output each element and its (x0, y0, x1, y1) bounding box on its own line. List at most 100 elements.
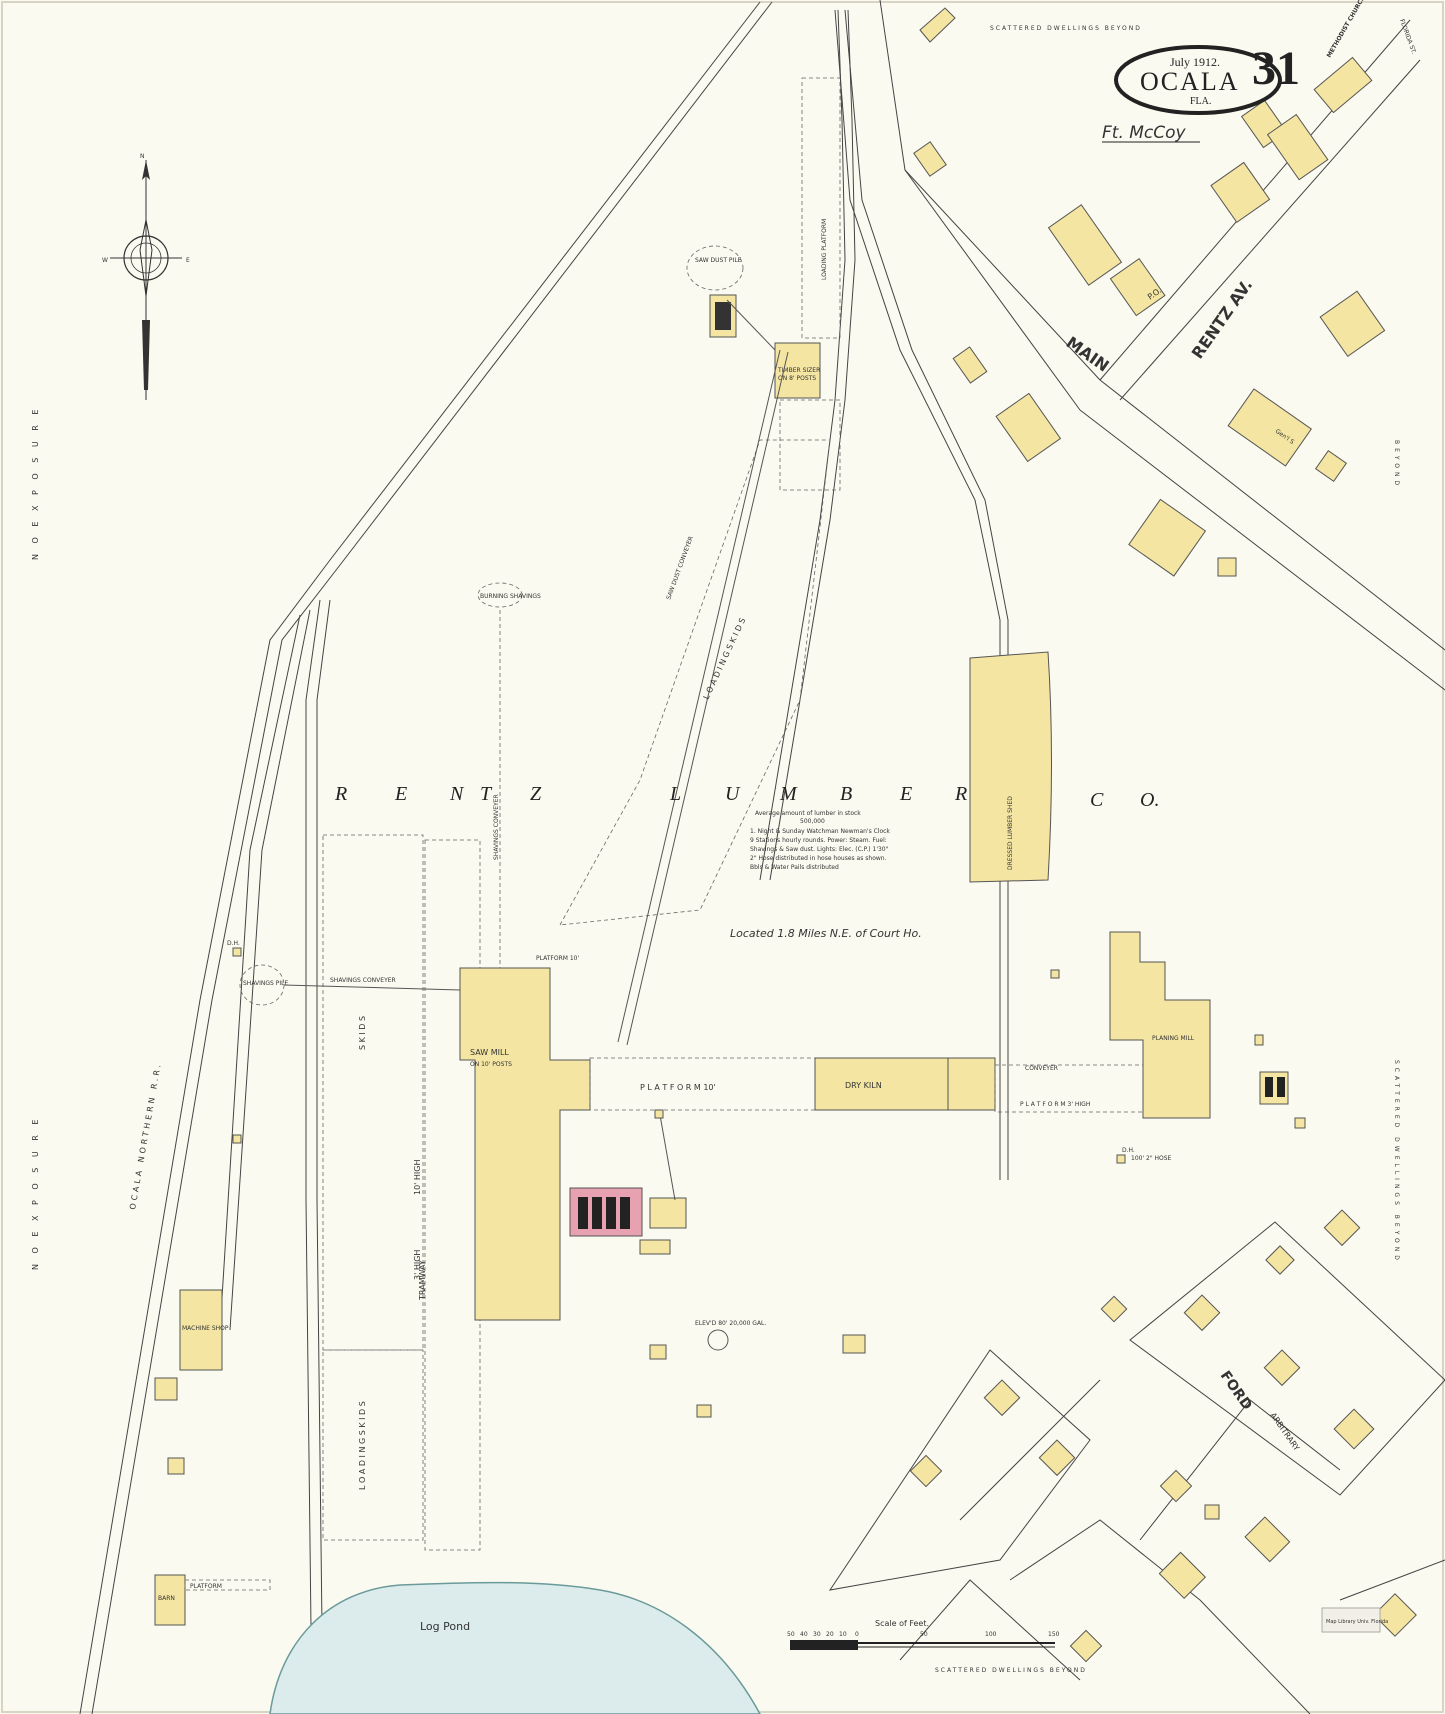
scale-tick-7: 100 (985, 1631, 997, 1638)
dh-label-2: D.H. (1122, 1147, 1135, 1154)
hose-house-5 (1116, 1154, 1126, 1164)
supply-house (842, 1334, 866, 1354)
compass-north: N (140, 153, 145, 160)
beyond-right: BEYOND (1393, 440, 1400, 489)
saw-mill-sub-label: ON 10' POSTS (470, 1061, 512, 1068)
residential-dwellings (909, 1209, 1417, 1663)
barn (154, 1574, 186, 1626)
library-stamp-text: Map Library Univ. Florida (1326, 1619, 1388, 1625)
scale-tick-8: 150 (1048, 1631, 1060, 1638)
platform-10b-label: PLATFORM 10' (536, 955, 579, 962)
svg-text:N: N (449, 783, 465, 805)
timber-sizer-sub: ON 8' POSTS (778, 375, 816, 382)
notes-line5: Shavings & Saw dust. Lights: Elec. (C.P.… (750, 846, 889, 853)
three-high-label: 3' HIGH (413, 1250, 422, 1280)
no-exposure-top: N O E X P O S U R E (31, 406, 40, 560)
ford-street-label: FORD (1217, 1368, 1255, 1413)
barn-platform (184, 1579, 271, 1591)
blacksmith-shop (154, 1377, 178, 1401)
scale-tick-2: 30 (813, 1631, 821, 1638)
svg-text:T: T (480, 783, 493, 805)
town-buildings (913, 7, 1386, 577)
saw-dust-conveyer-label: SAW DUST CONVEYER (665, 535, 694, 600)
scale-tick-4: 10 (839, 1631, 847, 1638)
machine-shop (179, 1289, 223, 1371)
svg-text:E: E (394, 783, 407, 805)
title-date: July 1912. (1170, 55, 1220, 69)
notes-line4: 9 Stations hourly rounds. Power: Steam. … (750, 837, 887, 844)
scale-tick-3: 20 (826, 1631, 834, 1638)
title-block: July 1912. OCALA FLA. 31 Ft. McCoy (1102, 42, 1300, 143)
svg-text:Z: Z (530, 783, 542, 805)
saw-dust-pile (686, 245, 744, 291)
no-exposure-bottom: N O E X P O S U R E (31, 1116, 40, 1270)
scale-title: Scale of Feet. (875, 1619, 929, 1628)
company-name-part1: R (334, 783, 377, 805)
dh-label-1: D.H. (227, 940, 240, 947)
loading-skids-center (559, 439, 831, 926)
title-city: OCALA (1140, 67, 1240, 96)
notes-line7: Bbls & Water Pails distributed (750, 864, 839, 871)
scale-tick-0: 50 (787, 1631, 795, 1638)
scattered-right: SCATTERED DWELLINGS BEYOND (1393, 1060, 1400, 1264)
library-stamp (1321, 1607, 1381, 1633)
locality-label: Ft. McCoy (1102, 123, 1187, 143)
compass-west: W (102, 257, 108, 264)
tramway-label: TRAMWAY (418, 1260, 427, 1301)
notes-line1: Average amount of lumber in stock (755, 810, 861, 817)
town-streets (879, 0, 1445, 691)
elevated-water-tank (707, 1329, 729, 1351)
saw-dust-conveyer-line (617, 349, 781, 1043)
timber-sizer-label: TIMBER SIZER (777, 367, 820, 374)
scale-tick-1: 40 (800, 1631, 808, 1638)
burning-shavings-label: BURNING SHAVINGS (480, 593, 541, 600)
compass-east: E (186, 257, 190, 264)
location-note: Located 1.8 Miles N.E. of Court Ho. (730, 927, 922, 940)
loading-skids-label: L O A D I N G S K I D S (358, 1401, 367, 1490)
saw-mill (459, 967, 591, 1321)
fire-pump-house (649, 1344, 667, 1360)
boiler-house (569, 1187, 687, 1255)
notes-line3: 1. Night & Sunday Watchman Newman's Cloc… (750, 828, 890, 835)
svg-text:B: B (840, 783, 852, 805)
shavings-conveyer (283, 984, 461, 991)
main-street-label: MAIN (1063, 333, 1113, 376)
loading-platform-top (779, 77, 841, 491)
planing-mill (1109, 931, 1211, 1119)
burning-shavings (477, 582, 523, 608)
insurance-notes: Average amount of lumber in stock 500,00… (750, 810, 890, 871)
dressed-lumber-shed-label: DRESSED LUMBER SHED (1007, 796, 1014, 870)
svg-text:E: E (899, 783, 912, 805)
hose-house-1 (232, 947, 242, 957)
small-shed (696, 1404, 712, 1418)
scale-bar: Scale of Feet. 50 40 30 20 10 0 50 100 1… (787, 1619, 1060, 1650)
company-name-label: R E N T Z L U M B E R C O. (334, 783, 1159, 811)
ten-high-label: 10' HIGH (413, 1159, 422, 1195)
log-pond-label: Log Pond (420, 1620, 470, 1633)
scale-tick-5: 0 (855, 1631, 859, 1638)
methodist-church-label: METHODIST CHURCH (1326, 0, 1367, 59)
shavings-pile-label: SHAVINGS PILE (243, 980, 288, 987)
platform-3-label: P L A T F O R M 3' HIGH (1020, 1101, 1090, 1108)
sheet-number: 31 (1252, 42, 1300, 95)
hose-house-2 (232, 1134, 242, 1144)
svg-text:M: M (779, 783, 798, 805)
rentz-av-label: RENTZ AV. (1188, 276, 1257, 363)
dry-kiln-label: DRY KILN (845, 1081, 882, 1090)
dry-kiln (814, 1057, 996, 1111)
timber-sizer (774, 342, 821, 399)
hose-label: 100' 2" HOSE (1131, 1155, 1172, 1162)
svg-text:L: L (669, 783, 681, 805)
hose-house-3 (654, 1109, 664, 1119)
scattered-top: SCATTERED DWELLINGS BEYOND (990, 25, 1142, 32)
machine-shop-label: MACHINE SHOP (182, 1325, 229, 1332)
hose-house-4 (1050, 969, 1060, 979)
planing-mill-label: PLANING MILL (1152, 1035, 1195, 1042)
dressed-lumber-shed (969, 651, 1052, 883)
oil-house (167, 1457, 185, 1475)
title-state: FLA. (1190, 96, 1211, 107)
elevated-tank-label: ELEV'D 80' 20,000 GAL. (695, 1320, 766, 1327)
svg-text:C: C (1090, 789, 1104, 811)
